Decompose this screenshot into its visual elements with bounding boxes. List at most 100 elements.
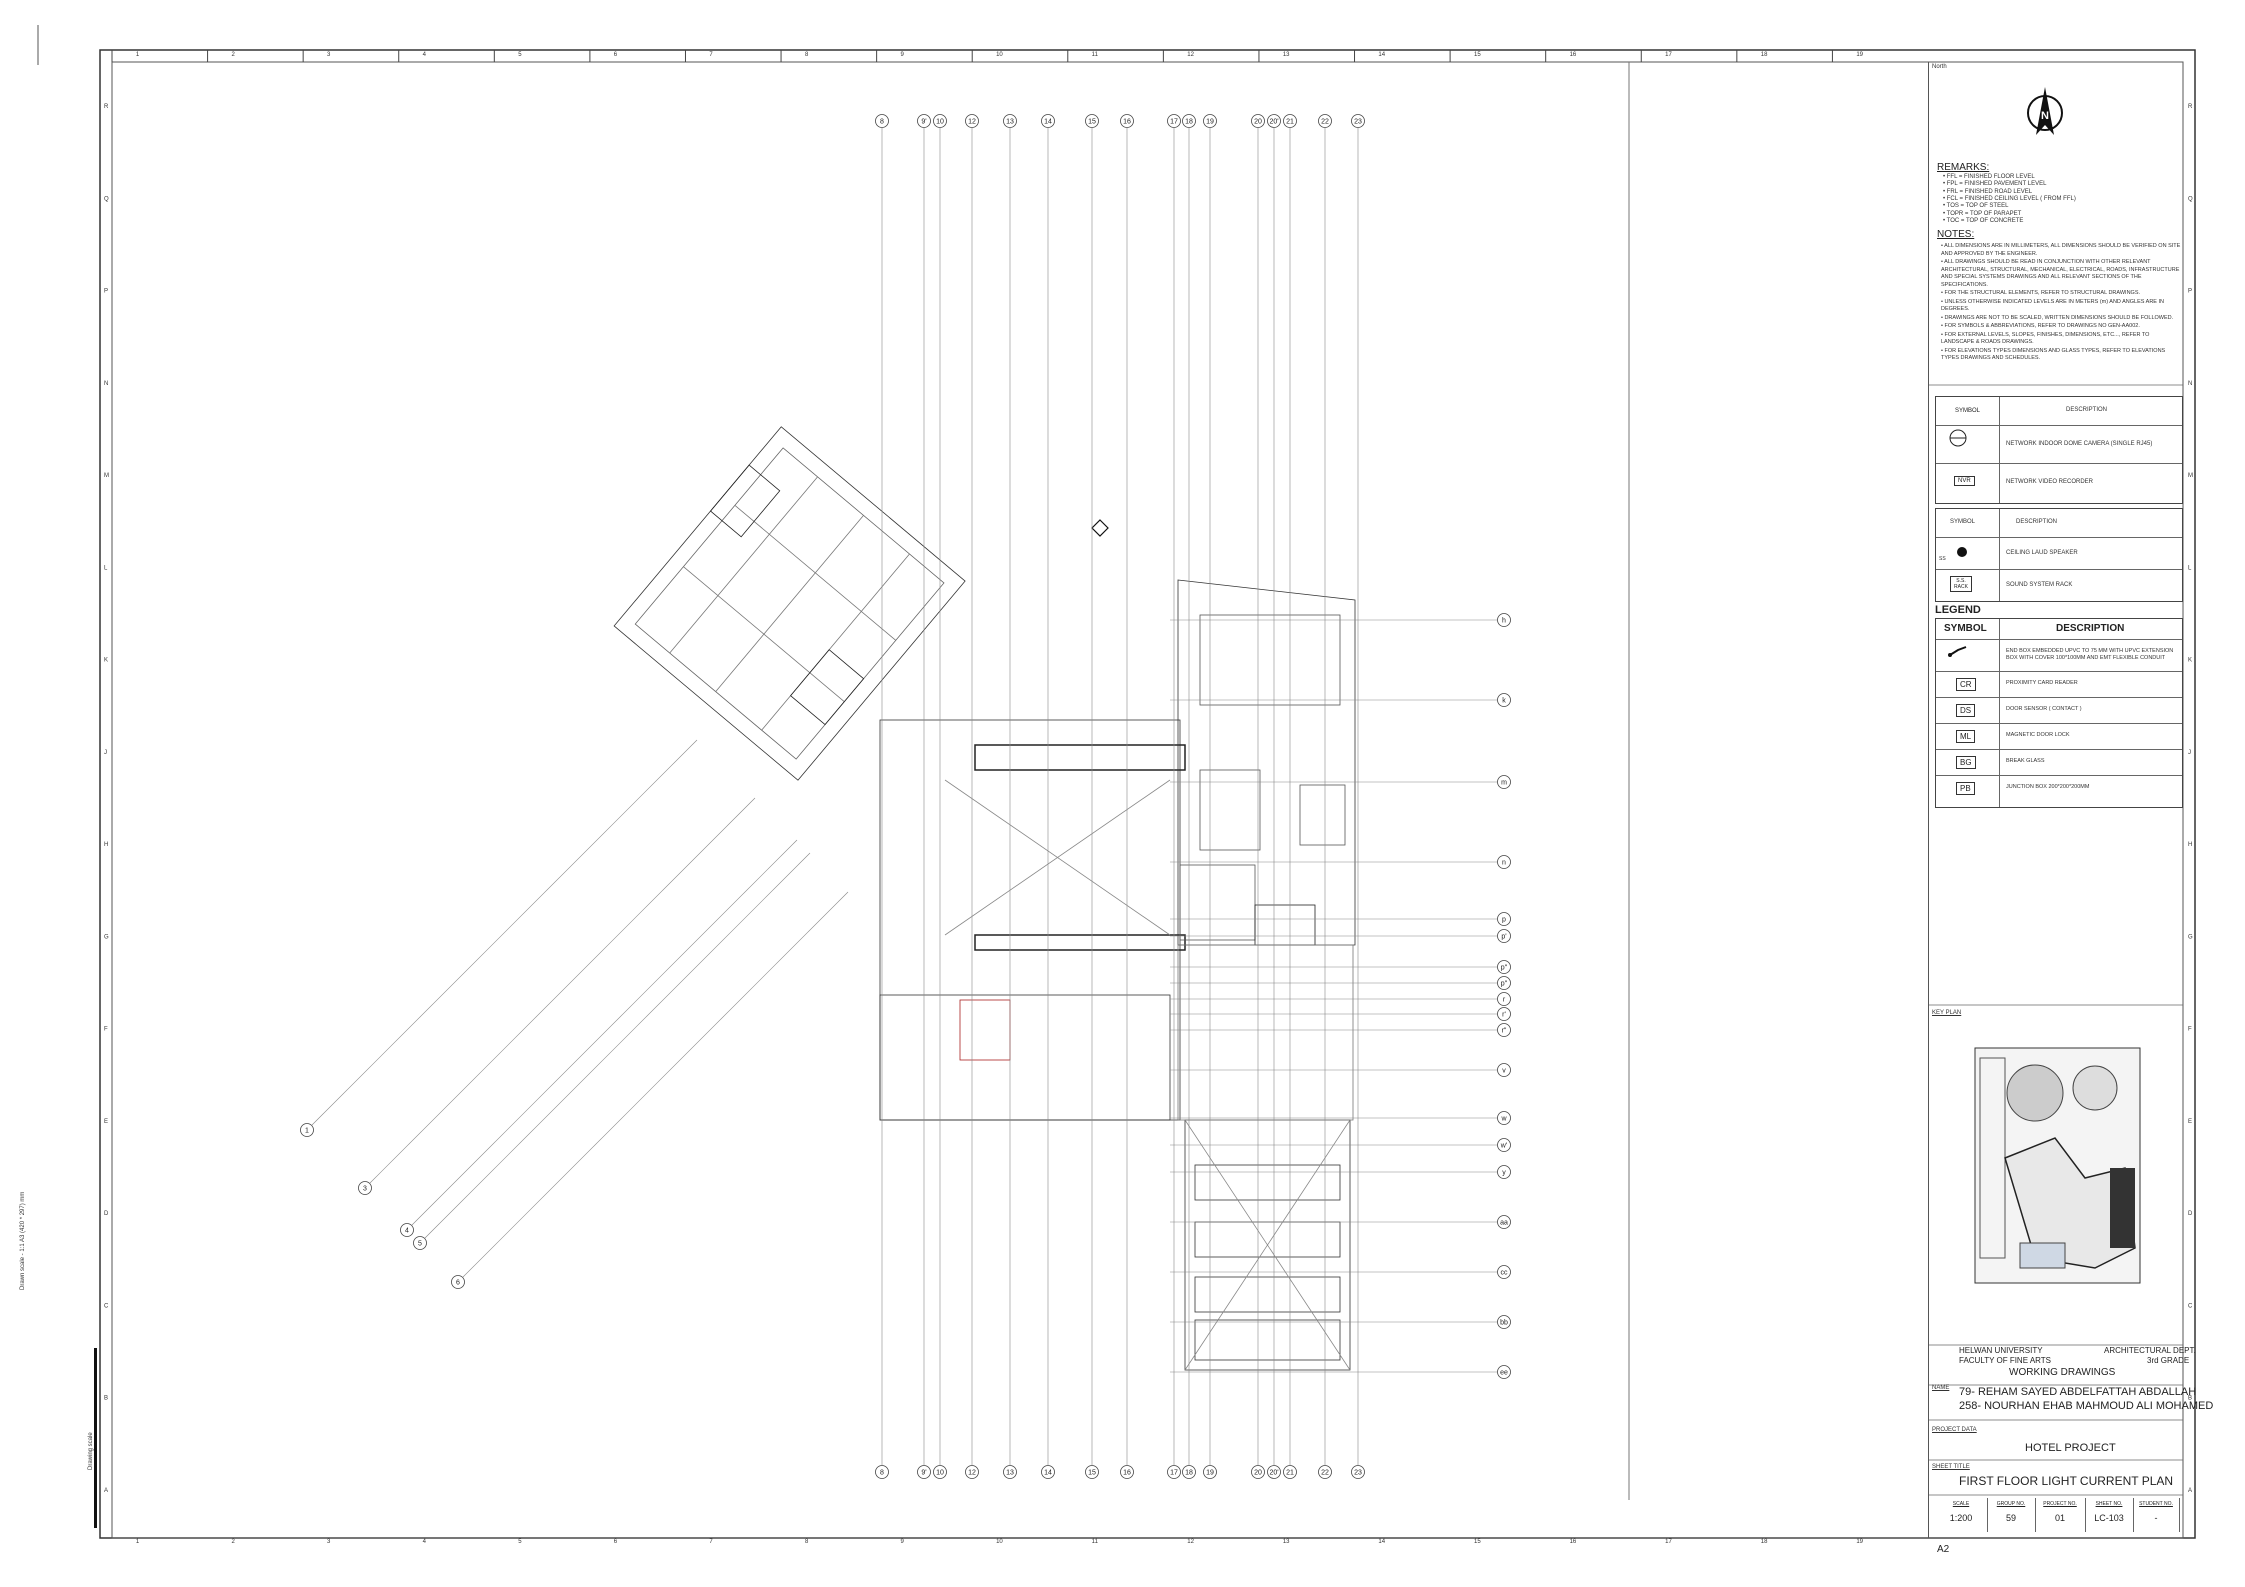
- junction-end-box-icon: [1948, 646, 1967, 657]
- grid-line-diagonal: [462, 891, 849, 1278]
- note-item: • FOR SYMBOLS & ABBREVIATIONS, REFER TO …: [1941, 323, 2140, 329]
- grid-right-label-bubble: [1497, 960, 1511, 974]
- grid-top-label-bubble: [1003, 114, 1017, 128]
- grid-right-label: w: [1500, 1116, 1507, 1123]
- remark-item: • FRL = FINISHED ROAD LEVEL: [1943, 188, 2033, 195]
- speaker-icon: [1957, 547, 1967, 557]
- remark-item: • FFL = FINISHED FLOOR LEVEL: [1943, 174, 2035, 180]
- info-cell: STUDENT NO.-: [2133, 1498, 2180, 1532]
- grid-right-label-bubble: [1497, 1023, 1511, 1037]
- border-col-label: 1: [136, 52, 140, 58]
- grid-bottom-label: 23: [1354, 1470, 1362, 1477]
- border-row-label: Q: [104, 196, 109, 202]
- grid-right-label: h: [1502, 618, 1506, 625]
- sound-desc-header: DESCRIPTION: [2016, 519, 2058, 525]
- grid-right-label-bubble: [1497, 1315, 1511, 1329]
- notes-list: • ALL DIMENSIONS ARE IN MILLIMETERS, ALL…: [1941, 243, 2181, 364]
- info-label: PROJECT NO.: [2043, 1501, 2077, 1507]
- legend-desc: MAGNETIC DOOR LOCK: [2006, 732, 2070, 738]
- grid-top-label: 13: [1006, 119, 1014, 126]
- grid-right-label-bubble: [1497, 976, 1511, 990]
- border-col-label: 14: [1378, 52, 1385, 58]
- border-col-label: 6: [614, 52, 618, 58]
- name-label: NAME: [1932, 1385, 1950, 1391]
- info-value: -: [2154, 1513, 2158, 1523]
- grid-bottom-label-bubble: [875, 1465, 889, 1479]
- border-row-label: C: [2188, 1303, 2193, 1309]
- note-item: • UNLESS OTHERWISE INDICATED LEVELS ARE …: [1941, 298, 2164, 313]
- key-plan-image: [1974, 1047, 2141, 1284]
- grid-diagonal-label: 3: [363, 1186, 367, 1193]
- grid-diagonal-label: 1: [305, 1128, 309, 1135]
- grid-top-label: 19: [1206, 119, 1214, 126]
- note-item: • FOR ELEVATIONS TYPES DIMENSIONS AND GL…: [1941, 347, 2166, 362]
- grid-top-label: 15: [1088, 119, 1096, 126]
- border-col-label: 15: [1474, 1539, 1481, 1545]
- grid-diagonal-label-bubble: [358, 1181, 372, 1195]
- border-row-label: E: [104, 1119, 108, 1125]
- grid-bottom-label: 17: [1170, 1470, 1178, 1477]
- legend-desc-header: DESCRIPTION: [2056, 623, 2125, 634]
- border-row-label: L: [2188, 565, 2192, 571]
- sound-symbol-header: SYMBOL: [1950, 519, 1976, 525]
- info-value: 01: [2054, 1513, 2065, 1523]
- border-col-label: 15: [1474, 52, 1481, 58]
- grade: 3rd GRADE: [2147, 1356, 2190, 1365]
- border-col-label: 17: [1665, 1539, 1672, 1545]
- scale-bar: [94, 1348, 97, 1528]
- grid-horizontal-lines: [1170, 619, 1497, 1373]
- grid-right-label: r': [1502, 1012, 1506, 1019]
- grid-right-label: m: [1501, 780, 1507, 787]
- cctv-row-desc: NETWORK VIDEO RECORDER: [2006, 479, 2094, 485]
- border-row-label: E: [2188, 1119, 2192, 1125]
- border-col-label: 5: [518, 52, 522, 58]
- legend-symbol: CR: [1956, 678, 1976, 691]
- grid-right-label: r: [1503, 997, 1506, 1004]
- sheet-title: FIRST FLOOR LIGHT CURRENT PLAN: [1959, 1474, 2174, 1488]
- border-col-label: 5: [518, 1539, 522, 1545]
- border-row-label: M: [104, 473, 109, 479]
- notes-title: NOTES:: [1937, 229, 1975, 240]
- central-block: [879, 719, 1181, 1121]
- grid-right-label-bubble: [1497, 1007, 1511, 1021]
- project-name: HOTEL PROJECT: [2025, 1442, 2116, 1454]
- grid-line-diagonal: [424, 852, 811, 1239]
- grid-top-label-bubble: [1041, 114, 1055, 128]
- grid-bottom-label: 12: [968, 1470, 976, 1477]
- grid-right-label: bb: [1500, 1320, 1508, 1327]
- info-value: LC-103: [2094, 1513, 2124, 1523]
- grid-bottom-label: 20': [1269, 1470, 1278, 1477]
- legend-desc: PROXIMITY CARD READER: [2006, 680, 2078, 686]
- border-col-label: 13: [1283, 52, 1290, 58]
- border-col-label: 17: [1665, 52, 1672, 58]
- grid-bottom-label: 15: [1088, 1470, 1096, 1477]
- nvr-symbol: NVR: [1954, 476, 1975, 486]
- border-col-label: 10: [996, 1539, 1003, 1545]
- sheet-title-label: SHEET TITLE: [1932, 1464, 1970, 1470]
- grid-top-label: 10: [936, 119, 944, 126]
- remark-item: • TOS = TOP OF STEEL: [1943, 203, 2009, 210]
- grid-bottom-label-bubble: [1267, 1465, 1281, 1479]
- border-row-label: J: [2188, 750, 2191, 756]
- legend-table: SYMBOL DESCRIPTION END BOX EMBEDDED UPVC…: [1935, 618, 2183, 808]
- grid-right-label-bubble: [1497, 929, 1511, 943]
- grid-diagonal-label: 4: [405, 1228, 409, 1235]
- legend-symbol-header: SYMBOL: [1944, 623, 1987, 634]
- border-column-refs: 1122334455667788991010111112121313141415…: [111, 50, 1864, 1545]
- grid-right-label-bubble: [1497, 1365, 1511, 1379]
- grid-diagonal-label-bubble: [400, 1223, 414, 1237]
- grid-right-label: ee: [1500, 1370, 1508, 1377]
- info-label: SCALE: [1952, 1501, 1970, 1507]
- north-arrow-icon: N: [2027, 87, 2063, 135]
- grid-bottom-label: 13: [1006, 1470, 1014, 1477]
- sound-row: SS CEILING LAUD SPEAKER: [1936, 537, 2182, 570]
- remarks-title: REMARKS:: [1937, 162, 1990, 173]
- cctv-row-desc: NETWORK INDOOR DOME CAMERA (SINGLE RJ45): [2006, 441, 2153, 447]
- grid-top-label-bubble: [933, 114, 947, 128]
- speaker-symbol: SS: [1939, 556, 1946, 562]
- remark-item: • FPL = FINISHED PAVEMENT LEVEL: [1943, 181, 2047, 188]
- legend-symbol: PB: [1956, 782, 1975, 795]
- grid-top-label: 8: [880, 119, 884, 126]
- grid-diagonal-label: 5: [418, 1241, 422, 1248]
